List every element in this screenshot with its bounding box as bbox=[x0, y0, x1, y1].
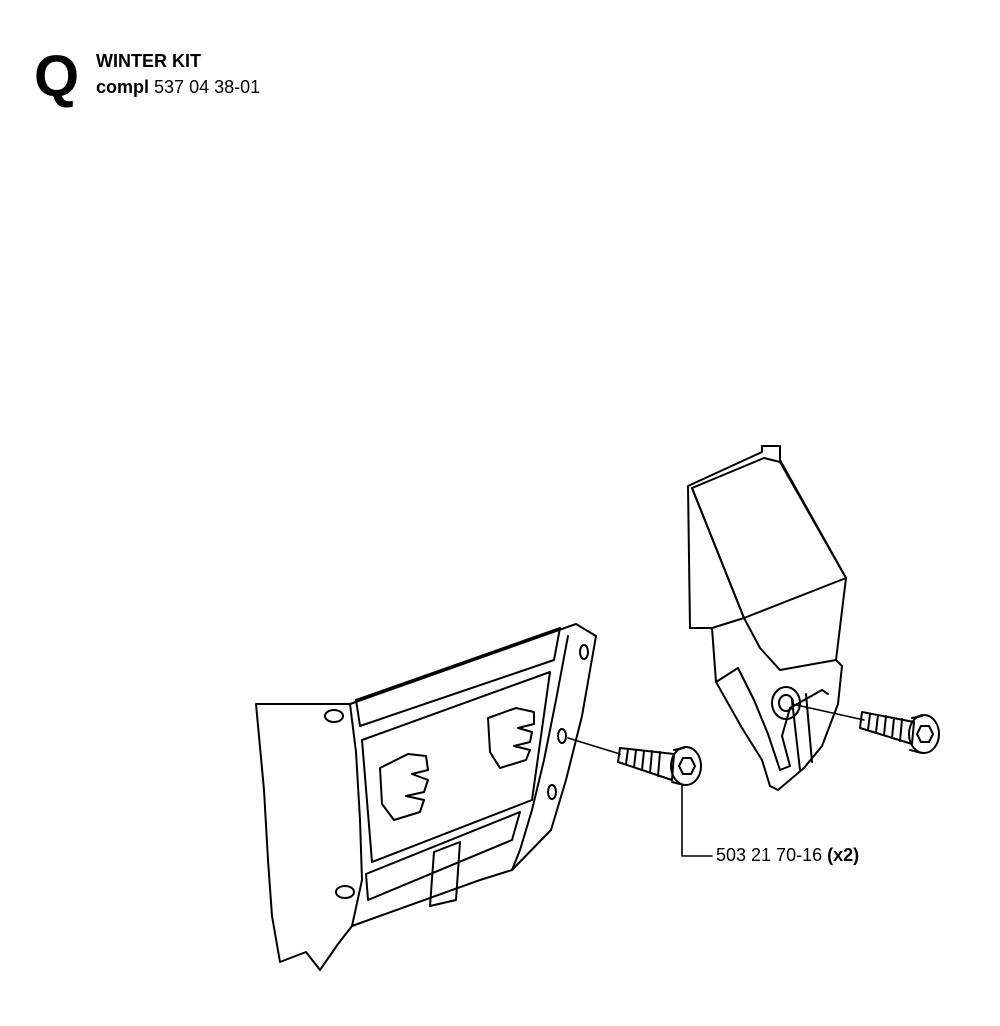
callout-part-number: 503 21 70-16 bbox=[716, 845, 823, 865]
screw-head bbox=[670, 746, 702, 786]
right-cover-front-face bbox=[689, 487, 745, 629]
mounting-hole bbox=[335, 885, 355, 899]
right-cover-body-edge bbox=[743, 617, 837, 671]
screw bbox=[617, 746, 702, 786]
cover-panel-window bbox=[361, 671, 551, 863]
cover-panel-clip-left bbox=[379, 753, 429, 821]
section-letter: Q bbox=[34, 44, 80, 109]
mounting-hole bbox=[579, 644, 589, 660]
right-cover-boss bbox=[771, 686, 801, 720]
right-cover-hole bbox=[778, 694, 794, 712]
cover-panel-bottom-rib bbox=[365, 811, 521, 901]
assembly-line bbox=[791, 703, 865, 721]
screw-head-side bbox=[909, 715, 923, 754]
kit-part-number-line: compl 537 04 38-01 bbox=[96, 77, 260, 98]
screw-thread-ridges bbox=[625, 748, 661, 777]
screw-thread bbox=[617, 747, 675, 781]
cover-panel-top-rib bbox=[355, 627, 561, 727]
cover-panel-tab bbox=[429, 841, 461, 907]
right-cover-top-face bbox=[691, 457, 847, 619]
right-cover-outline bbox=[687, 445, 847, 791]
cover-panel-outline bbox=[255, 623, 597, 971]
assembly-line bbox=[567, 737, 621, 755]
right-cover-rib bbox=[791, 693, 813, 771]
assembly-lines bbox=[567, 703, 865, 857]
cover-panel-inner-rim bbox=[349, 703, 363, 927]
callout-leader-line bbox=[681, 785, 713, 857]
callout-quantity: (x2) bbox=[827, 845, 860, 865]
mounting-hole bbox=[324, 709, 344, 723]
compl-label: compl bbox=[96, 77, 150, 97]
kit-part-number: 537 04 38-01 bbox=[154, 77, 261, 97]
screw-head-side bbox=[671, 747, 685, 786]
screw-head bbox=[908, 714, 940, 754]
part-callout: 503 21 70-16 (x2) bbox=[716, 845, 859, 866]
cover-panel bbox=[255, 623, 597, 971]
right-cover bbox=[687, 445, 847, 791]
mounting-hole bbox=[557, 728, 567, 744]
screw-hex-socket bbox=[916, 725, 934, 743]
screw-thread-ridges bbox=[867, 713, 903, 742]
mounting-hole bbox=[547, 784, 557, 800]
cover-panel-clip-right bbox=[487, 707, 535, 769]
cover-panel-side-rim bbox=[511, 635, 569, 871]
kit-title: WINTER KIT bbox=[96, 51, 201, 71]
screw-hex-socket bbox=[678, 757, 696, 775]
screw bbox=[859, 711, 940, 754]
